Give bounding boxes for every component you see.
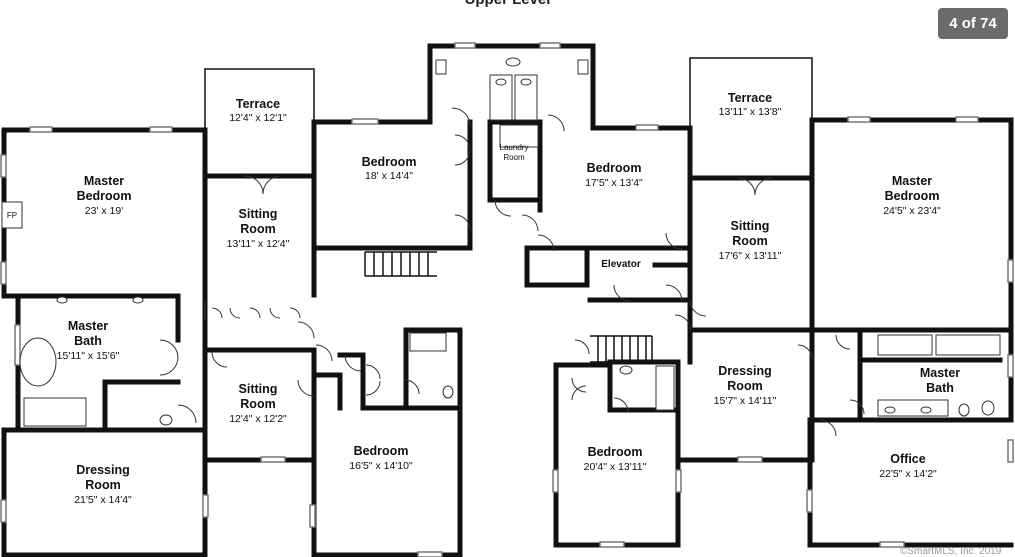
room-dimensions: 22'5" x 14'2" — [879, 468, 937, 480]
room-bedroom-south-right: Bedroom 20'4" x 13'11" — [584, 445, 647, 473]
room-bedroom-south-left: Bedroom 16'5" x 14'10" — [349, 444, 413, 472]
room-name: Bedroom — [362, 155, 417, 169]
room-name-line2: Room — [727, 379, 762, 393]
floor-title: Upper Level — [0, 0, 1015, 8]
room-name-line2: Bath — [926, 381, 954, 395]
room-name: Master — [892, 174, 932, 188]
fixtures — [19, 57, 1001, 427]
room-dimensions: 15'11" x 15'6" — [57, 350, 120, 362]
stairs-right — [590, 335, 653, 363]
room-bedroom-north-right: Bedroom 17'5" x 13'4" — [585, 161, 643, 189]
room-dimensions: 13'11" x 13'8" — [719, 106, 782, 118]
room-dimensions: 16'5" x 14'10" — [349, 460, 413, 472]
room-sitting-north-right: Sitting Room 17'6" x 13'11" — [719, 219, 782, 262]
room-name-line2: Room — [240, 397, 275, 411]
room-dimensions: 17'6" x 13'11" — [719, 250, 782, 262]
stairs-left — [364, 251, 437, 277]
room-elevator: Elevator — [601, 259, 641, 270]
room-dimensions: 15'7" x 14'11" — [714, 395, 777, 407]
room-name: Master — [84, 174, 124, 188]
door-swings — [159, 107, 865, 437]
room-name: Laundry — [500, 143, 529, 152]
fireplace-label: FP — [7, 211, 17, 220]
room-name-line2: Room — [732, 234, 767, 248]
room-office: Office 22'5" x 14'2" — [879, 452, 937, 480]
room-master-bedroom-right: Master Bedroom 24'5" x 23'4" — [883, 174, 941, 217]
room-name-line2: Bedroom — [77, 189, 132, 203]
room-name-line2: Bedroom — [885, 189, 940, 203]
room-name: Office — [890, 452, 925, 466]
terrace-right-outline — [689, 57, 813, 179]
fireplace: FP — [1, 201, 23, 229]
room-dimensions: 17'5" x 13'4" — [585, 177, 643, 189]
room-dressing-right: Dressing Room 15'7" x 14'11" — [714, 364, 777, 407]
room-name: Dressing — [76, 463, 130, 477]
room-name-line2: Room — [85, 478, 120, 492]
room-dimensions: 13'11" x 12'4" — [227, 238, 290, 250]
room-master-bath-right: Master Bath — [920, 366, 960, 395]
room-master-bedroom-left: Master Bedroom 23' x 19' — [77, 174, 132, 217]
room-dimensions: 23' x 19' — [85, 205, 123, 217]
room-name: Bedroom — [587, 161, 642, 175]
room-dimensions: 20'4" x 13'11" — [584, 461, 647, 473]
room-bedroom-north-left: Bedroom 18' x 14'4" — [362, 155, 417, 182]
photo-counter-badge: 4 of 74 — [938, 8, 1008, 39]
room-sitting-north-left: Sitting Room 13'11" x 12'4" — [227, 207, 290, 250]
room-master-bath-left: Master Bath 15'11" x 15'6" — [57, 319, 120, 362]
room-dressing-left: Dressing Room 21'5" x 14'4" — [74, 463, 132, 506]
room-name: Terrace — [728, 91, 772, 105]
room-dimensions: 12'4" x 12'2" — [229, 413, 287, 425]
room-dimensions: 12'4" x 12'1" — [229, 112, 287, 124]
room-terrace-right: Terrace 13'11" x 13'8" — [719, 91, 782, 118]
room-name: Master — [920, 366, 960, 380]
room-name: Dressing — [718, 364, 772, 378]
room-name: Sitting — [731, 219, 770, 233]
room-name: Sitting — [239, 382, 278, 396]
room-name-line2: Room — [240, 222, 275, 236]
copyright-credit: ©SmartMLS, Inc. 2019 — [900, 546, 1002, 557]
windows — [0, 42, 1014, 557]
room-name: Elevator — [601, 259, 641, 270]
interior-walls — [15, 119, 1014, 463]
room-terrace-left: Terrace 12'4" x 12'1" — [229, 97, 287, 124]
room-name: Master — [68, 319, 108, 333]
room-dimensions: 18' x 14'4" — [365, 170, 413, 182]
room-name: Bedroom — [588, 445, 643, 459]
room-name-line2: Bath — [74, 334, 102, 348]
room-laundry: Laundry Room — [500, 143, 529, 162]
room-sitting-south-left: Sitting Room 12'4" x 12'2" — [229, 382, 287, 425]
room-name-line2: Room — [503, 153, 525, 162]
room-name: Terrace — [236, 97, 280, 111]
room-name: Sitting — [239, 207, 278, 221]
room-name: Bedroom — [354, 444, 409, 458]
room-dimensions: 21'5" x 14'4" — [74, 494, 132, 506]
room-dimensions: 24'5" x 23'4" — [883, 205, 941, 217]
